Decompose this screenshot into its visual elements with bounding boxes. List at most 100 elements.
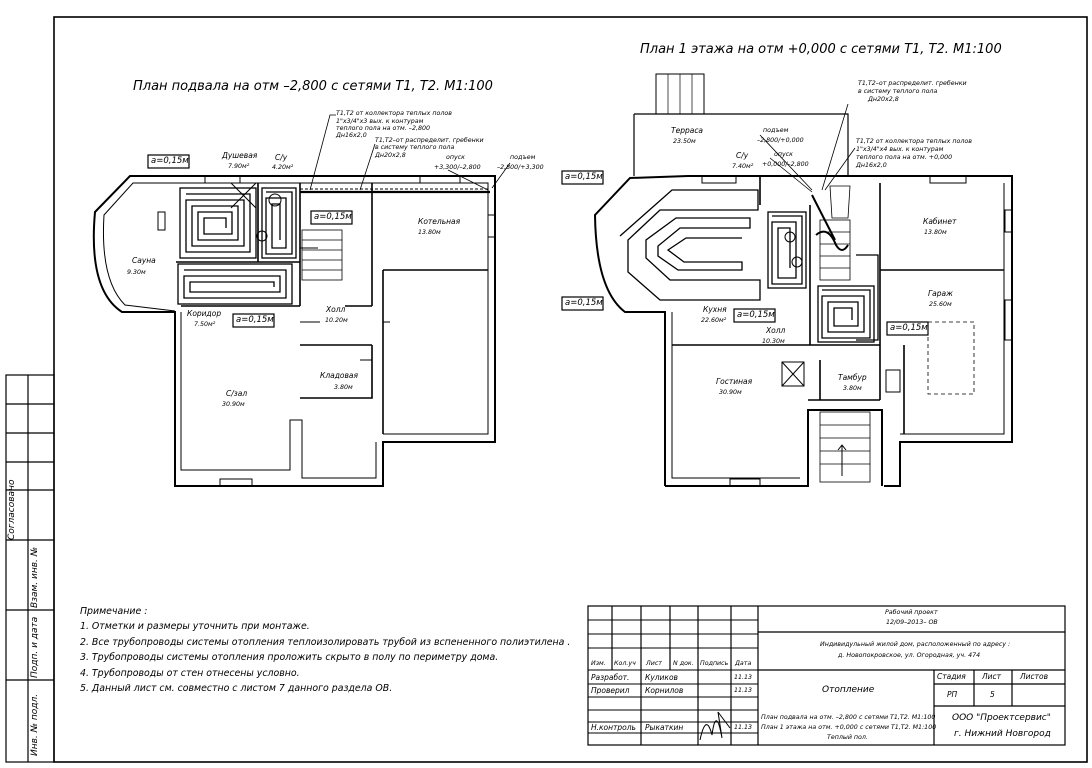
coef-box-garage: a=0,15м [890, 323, 928, 333]
tb-content-line1: План подвала на отм. –2,800 с сетями Т1,… [761, 714, 936, 721]
room-office-name: Кабинет [923, 217, 957, 226]
note-item: 5. Данный лист см. совместно с листом 7 … [80, 683, 393, 695]
left-collector-note-1: Т1,Т2 от коллектора теплых полов [336, 110, 452, 117]
stamp-sign-date: Подп. и дата [30, 616, 40, 678]
room-living-area: 30.90м [719, 389, 742, 396]
room-hall-name: Холл [326, 305, 346, 314]
coef-box-hall: a=0,15м [737, 310, 775, 320]
annotation-boxes [147, 154, 929, 336]
tb-col-list: Лист [646, 660, 662, 667]
coef-box-corridor: a=0,15м [236, 315, 274, 325]
tb-col-podp: Подпись [700, 660, 729, 667]
tb-content-line2: План 1 этажа на отм. +0,000 с сетями Т1,… [761, 724, 937, 731]
tb-project-type: Рабочий проект [885, 609, 938, 616]
right-up-marks: –2,800/+0,000 [757, 137, 804, 144]
left-down-label: опуск [446, 154, 465, 161]
left-manifold-note-2: в систему теплого пола [375, 144, 455, 151]
right-collector-note-3: теплого пола на отм. +0,000 [856, 154, 953, 161]
tb-date-developer: 11.13 [734, 674, 753, 681]
room-shower-name: Душевая [222, 151, 258, 160]
right-up-label: подъем [763, 127, 789, 134]
left-up-label: подъем [510, 154, 536, 161]
tb-org-name: ООО "Проектсервис" [952, 713, 1051, 723]
coef-box-kitchen: a=0,15м [565, 298, 603, 308]
stamp-orig-inv: Инв. № подл. [30, 693, 40, 756]
room-corridor-name: Коридор [187, 309, 222, 318]
room-garage-area: 25.60м [929, 301, 952, 308]
floor-heating-loops-left [177, 187, 297, 305]
left-up-marks: –2,800/+3,300 [497, 164, 544, 171]
tb-content-line3: Теплый пол. [827, 734, 868, 741]
tb-sheets-header: Листов [1020, 672, 1049, 681]
left-manifold-note-3: Дн20x2,8 [375, 152, 406, 159]
tb-sheet-header: Лист [982, 672, 1002, 681]
room-wc-area: 4.20м² [272, 164, 294, 171]
tb-col-izm: Изм. [591, 660, 606, 667]
tb-col-ndok: N док. [673, 660, 694, 667]
room-sauna-area: 9.30м [127, 269, 146, 276]
tb-stage-value: РП [947, 690, 958, 699]
room-garage-name: Гараж [928, 289, 953, 298]
room-wc-name: С/у [275, 153, 288, 162]
tb-col-kol: Кол.уч [614, 660, 636, 667]
stamp-replace-inv: Взам. инв. № [30, 546, 40, 608]
room-shower-area: 7.90м² [228, 163, 250, 170]
tb-col-date: Дата [735, 660, 752, 667]
tb-date-normcontrol: 11.13 [734, 724, 753, 731]
coef-box-wc: a=0,15м [314, 212, 352, 222]
right-collector-note-1: Т1,Т2 от коллектора теплых полов [856, 138, 972, 145]
notes-heading: Примечание : [80, 606, 148, 617]
room-kitchen-name: Кухня [703, 305, 727, 314]
title-block-grid [587, 605, 1066, 746]
left-collector-note-2: 1"x3/4"x3 вых. к контурам [336, 118, 424, 125]
tb-section-title: Отопление [822, 685, 875, 695]
tb-role-normcontrol: Н.контроль [591, 723, 636, 732]
tb-org-city: г. Нижний Новгород [954, 729, 1051, 739]
tb-name-developer: Куликов [645, 673, 678, 682]
room-gym-area: 30.90м [222, 401, 245, 408]
right-down-label: опуск [774, 151, 793, 158]
tb-project-code: 12/09–2013– ОВ [886, 619, 938, 626]
floor-heating-loops-right [619, 189, 879, 343]
room-gym-name: С/зал [226, 389, 248, 398]
note-item: 2. Все трубопроводы системы отопления те… [80, 636, 571, 648]
left-manifold-note-1: Т1,Т2–от распределит. гребенки [375, 137, 484, 144]
left-plan-title: План подвала на отм –2,800 с сетями Т1, … [133, 79, 493, 94]
room-corridor-area: 7.50м² [194, 321, 216, 328]
right-collector-note-4: Дн16x2,0 [856, 162, 887, 169]
room-pantry-name: Кладовая [320, 371, 359, 380]
right-collector-note-2: 1"x3/4"x4 вых. к контурам [856, 146, 944, 153]
tb-role-developer: Разработ. [591, 673, 630, 682]
right-manifold-note-1: Т1,Т2–от распределит. гребенки [858, 80, 967, 87]
coef-box-shower: a=0,15м [151, 156, 189, 166]
room-hall-area: 10.20м [325, 317, 348, 324]
room-terrace-name: Терраса [671, 126, 704, 135]
tb-name-normcontrol: Рыкаткин [645, 723, 684, 732]
room-vestibule-area: 3.80м [843, 385, 862, 392]
room-office-area: 13.80м [924, 229, 947, 236]
general-notes: Примечание : 1. Отметки и размеры уточни… [80, 604, 570, 696]
left-collector-note-4: Дн16x2,0 [336, 132, 367, 139]
tb-stage-header: Стадия [937, 672, 966, 681]
tb-role-checker: Проверил [591, 686, 630, 695]
tb-name-checker: Корнилов [645, 686, 684, 695]
room-wc2-area: 7.40м² [732, 163, 754, 170]
note-item: 4. Трубопроводы от стен отнесены условно… [80, 667, 300, 679]
tb-object-line2: д. Новопокровское, ул. Огородная, уч. 47… [838, 652, 981, 659]
signature-mark [699, 711, 731, 741]
tb-object-line1: Индивидульный жилой дом, расположенный п… [820, 641, 1011, 648]
room-pantry-area: 3.80м [334, 384, 353, 391]
right-manifold-note-3: Дн20x2,8 [868, 96, 899, 103]
left-collector-note-3: теплого пола на отм. –2,800 [336, 125, 430, 132]
room-kitchen-area: 22.60м² [701, 317, 727, 324]
tb-date-checker: 11.13 [734, 687, 753, 694]
tb-sheet-value: 5 [990, 690, 995, 699]
note-item: 1. Отметки и размеры уточнить при монтаж… [80, 621, 310, 633]
right-manifold-note-2: в систему теплого пола [858, 88, 938, 95]
coef-box-terrace: a=0,15м [565, 172, 603, 182]
ground-floor-plan [593, 73, 1013, 487]
room-terrace-area: 23.50м [673, 138, 696, 145]
note-item: 3. Трубопроводы системы отопления пролож… [80, 652, 499, 664]
room-boiler-name: Котельная [418, 217, 461, 226]
